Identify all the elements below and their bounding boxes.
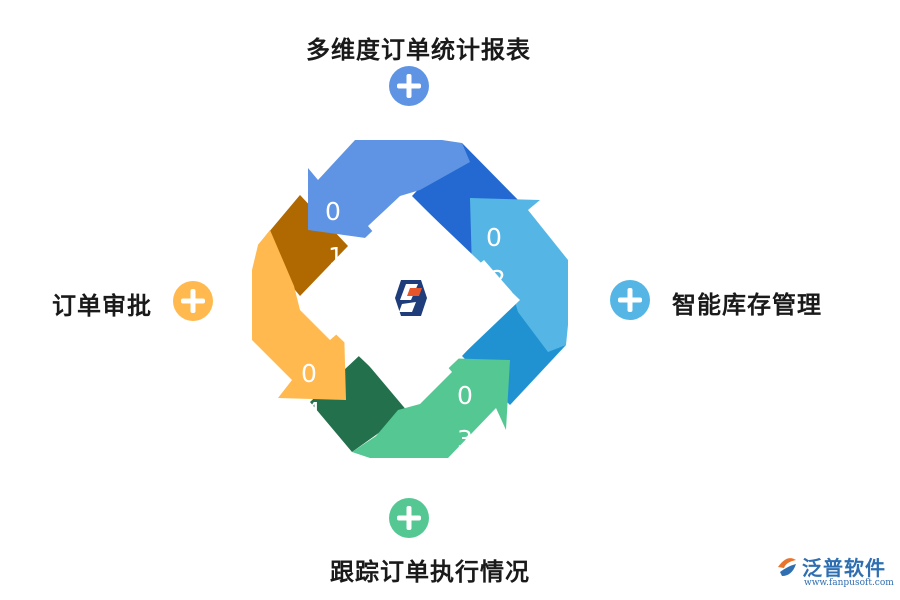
label-right: 智能库存管理 <box>672 291 822 319</box>
plus-icon-top[interactable] <box>389 66 429 106</box>
plus-icon-left[interactable] <box>173 281 213 321</box>
step-3-arrow <box>352 358 510 458</box>
plus-icon-right[interactable] <box>610 280 650 320</box>
step-3-number-a: 0 <box>457 381 473 410</box>
label-left: 订单审批 <box>52 292 152 320</box>
step-4-number-b: 4 <box>305 397 321 426</box>
label-top: 多维度订单统计报表 <box>306 36 531 64</box>
label-bottom: 跟踪订单执行情况 <box>330 558 530 586</box>
brand-name: 泛普软件 <box>802 556 886 580</box>
step-1-number-a: 0 <box>325 197 341 226</box>
step-1-number-b: 1 <box>328 242 344 271</box>
brand-watermark: 泛普软件 www.fanpusoft.com <box>774 552 894 596</box>
step-4-number-a: 0 <box>301 359 317 388</box>
step-1-arrow <box>308 140 470 240</box>
step-3-number-b: 3 <box>457 425 473 454</box>
step-4-arrow <box>252 230 346 400</box>
hexagon-logo-icon <box>395 280 427 316</box>
brand-logo-icon <box>778 558 796 576</box>
step-2-number-a: 0 <box>486 223 502 252</box>
plus-icon-bottom[interactable] <box>389 498 429 538</box>
step-2-arrow <box>470 198 568 352</box>
brand-url: www.fanpusoft.com <box>804 578 894 588</box>
step-2-number-b: 2 <box>490 265 506 294</box>
